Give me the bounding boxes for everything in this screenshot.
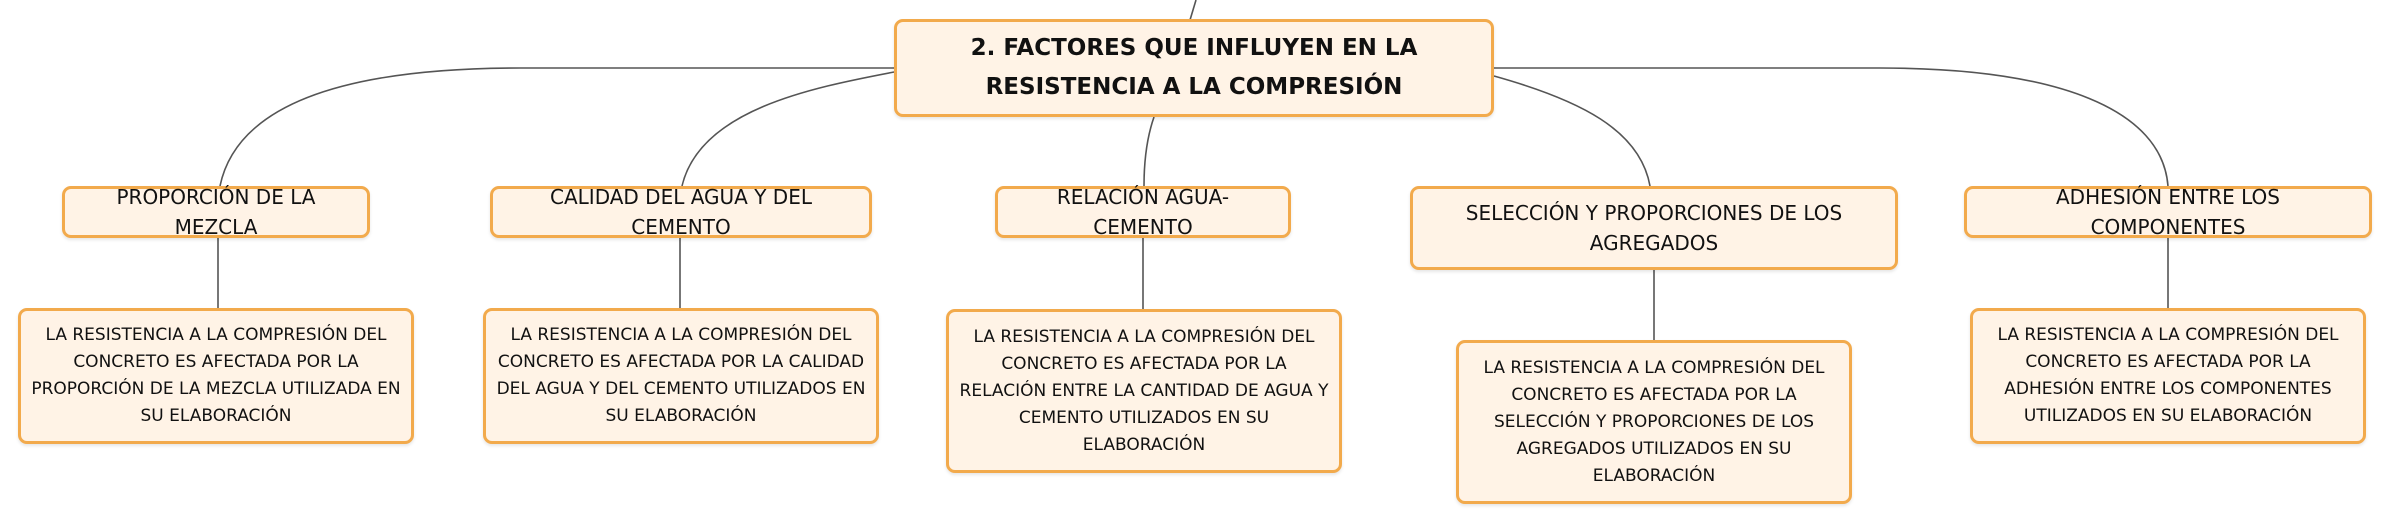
- branch-topic-adhesion-componentes[interactable]: ADHESIÓN ENTRE LOS COMPONENTES: [1964, 185, 2372, 239]
- detail-topic-seleccion-agregados[interactable]: LA RESISTENCIA A LA COMPRESIÓN DEL CONCR…: [1456, 340, 1852, 504]
- connector-root-branch-5: [1494, 67, 2169, 187]
- branch-topic-proporcion-mezcla[interactable]: PROPORCIÓN DE LA MEZCLA: [62, 185, 370, 239]
- connector-root-branch-3: [1143, 116, 1155, 187]
- branch-topic-seleccion-agregados[interactable]: SELECCIÓN Y PROPORCIONES DE LOS AGREGADO…: [1410, 186, 1898, 270]
- root-topic[interactable]: 2. FACTORES QUE INFLUYEN EN LA RESISTENC…: [894, 19, 1494, 117]
- detail-topic-adhesion-componentes[interactable]: LA RESISTENCIA A LA COMPRESIÓN DEL CONCR…: [1970, 308, 2366, 444]
- branch-topic-calidad-agua-cemento[interactable]: CALIDAD DEL AGUA Y DEL CEMENTO: [490, 185, 872, 239]
- connector-root-branch-1: [219, 67, 894, 187]
- detail-topic-proporcion-mezcla[interactable]: LA RESISTENCIA A LA COMPRESIÓN DEL CONCR…: [18, 308, 414, 444]
- detail-topic-calidad-agua-cemento[interactable]: LA RESISTENCIA A LA COMPRESIÓN DEL CONCR…: [483, 308, 879, 444]
- branch-topic-relacion-agua-cemento[interactable]: RELACIÓN AGUA-CEMENTO: [995, 185, 1291, 239]
- connector-parent: [1189, 0, 1197, 21]
- detail-topic-relacion-agua-cemento[interactable]: LA RESISTENCIA A LA COMPRESIÓN DEL CONCR…: [946, 309, 1342, 473]
- connector-root-branch-4: [1493, 75, 1651, 187]
- connector-root-branch-2: [681, 71, 895, 187]
